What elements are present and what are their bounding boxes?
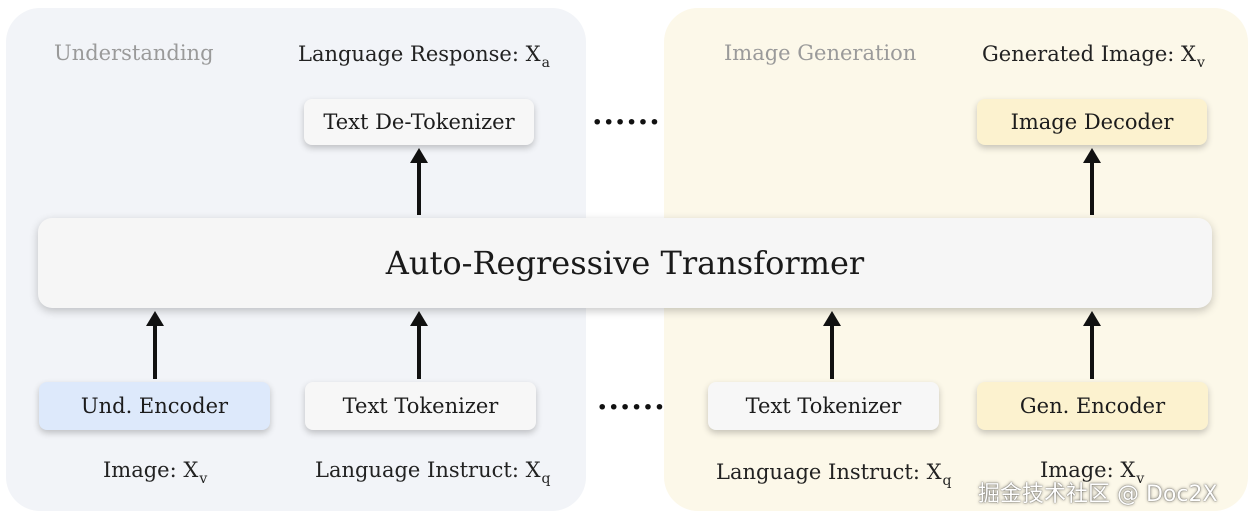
language-response-label: Language Response: Xa [298,42,550,71]
generated-image-label: Generated Image: Xv [982,42,1205,71]
language-instruct-label-left: Language Instruct: Xq [315,458,551,487]
image-input-label-left: Image: Xv [103,458,208,487]
image-input-label-right: Image: Xv [1040,458,1145,487]
text-tokenizer-right-box: Text Tokenizer [708,382,939,430]
und-encoder-box: Und. Encoder [39,382,270,430]
arrow-up-icon [823,311,841,379]
bottom-ellipsis: ······ [597,390,666,425]
arrow-up-icon [410,311,428,379]
arrow-up-icon [410,148,428,215]
understanding-title: Understanding [54,41,214,65]
text-tokenizer-left-box: Text Tokenizer [305,382,536,430]
text-detokenizer-box: Text De-Tokenizer [304,99,534,145]
top-ellipsis: ······ [592,105,661,140]
gen-encoder-box: Gen. Encoder [977,382,1208,430]
image-decoder-box: Image Decoder [977,99,1207,145]
auto-regressive-transformer-box: Auto-Regressive Transformer [38,218,1212,308]
arrow-up-icon [1083,311,1101,379]
image-generation-title: Image Generation [724,41,917,65]
watermark: 掘金技术社区 @ Doc2X [978,482,1218,507]
arrow-up-icon [146,311,164,379]
arrow-up-icon [1083,148,1101,215]
language-instruct-label-right: Language Instruct: Xq [716,460,952,489]
